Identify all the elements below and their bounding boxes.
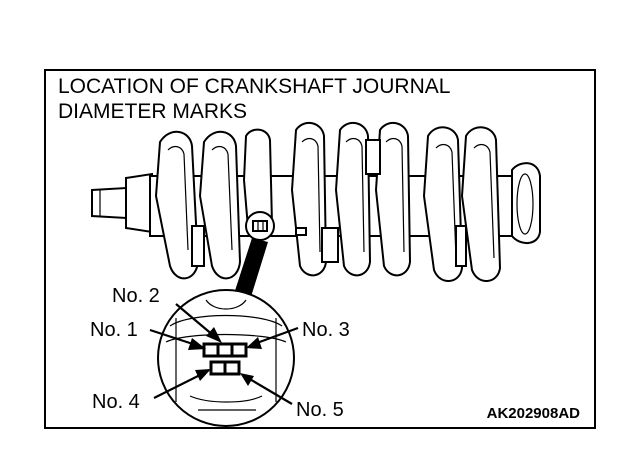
- detail-circle: [157, 289, 295, 427]
- title-line-2: DIAMETER MARKS: [58, 100, 247, 123]
- mark-no2: [216, 342, 234, 358]
- crank-pin-1: [191, 225, 205, 267]
- callout-no5-leader: [247, 377, 293, 405]
- callout-no3-leader: [253, 326, 299, 346]
- callout-no1-label: No. 1: [90, 319, 138, 341]
- detail-pointer: [232, 238, 268, 300]
- crankshaft: [91, 121, 541, 282]
- title-line-1: LOCATION OF CRANKSHAFT JOURNAL: [58, 75, 450, 98]
- callout-no5-arrow-icon: [240, 373, 254, 386]
- mark-no4: [209, 360, 227, 376]
- crankshaft-rear-flange: [511, 162, 541, 244]
- callout-no3-label: No. 3: [302, 319, 350, 341]
- mark-no5: [223, 360, 241, 376]
- crank-web-8: [460, 126, 502, 282]
- crank-web-2: [198, 131, 242, 280]
- crankshaft-snout: [91, 186, 127, 220]
- crank-pin-3: [365, 139, 381, 175]
- mark-no3: [230, 342, 248, 358]
- callout-no2-group: No. 2: [112, 285, 222, 343]
- callout-no3-group: No. 3: [246, 319, 350, 349]
- callout-no2-arrow-icon: [206, 327, 222, 343]
- figure-code: AK202908AD: [487, 405, 581, 422]
- callout-no1-leader: [149, 328, 197, 347]
- crank-web-7: [422, 126, 464, 282]
- callout-no2-leader: [175, 303, 215, 337]
- journal-mark-grid: [202, 342, 248, 376]
- crank-web-6: [374, 121, 412, 277]
- callout-no5-group: No. 5: [240, 373, 344, 421]
- crank-pin-2: [321, 227, 339, 263]
- callout-no4-label: No. 4: [92, 391, 140, 413]
- crank-web-5: [334, 121, 372, 277]
- detail-view: [157, 238, 295, 427]
- callout-no4-group: No. 4: [92, 369, 211, 413]
- crank-pin-4: [455, 225, 467, 267]
- callout-no3-arrow-icon: [246, 337, 262, 349]
- callout-no5-label: No. 5: [296, 399, 344, 421]
- callout-no1-arrow-icon: [188, 338, 206, 350]
- mark-no1: [202, 342, 220, 358]
- callout-no1-group: No. 1: [90, 319, 206, 350]
- callout-no4-arrow-icon: [195, 369, 211, 381]
- callout-no2-label: No. 2: [112, 285, 160, 307]
- callout-no4-leader: [153, 373, 203, 399]
